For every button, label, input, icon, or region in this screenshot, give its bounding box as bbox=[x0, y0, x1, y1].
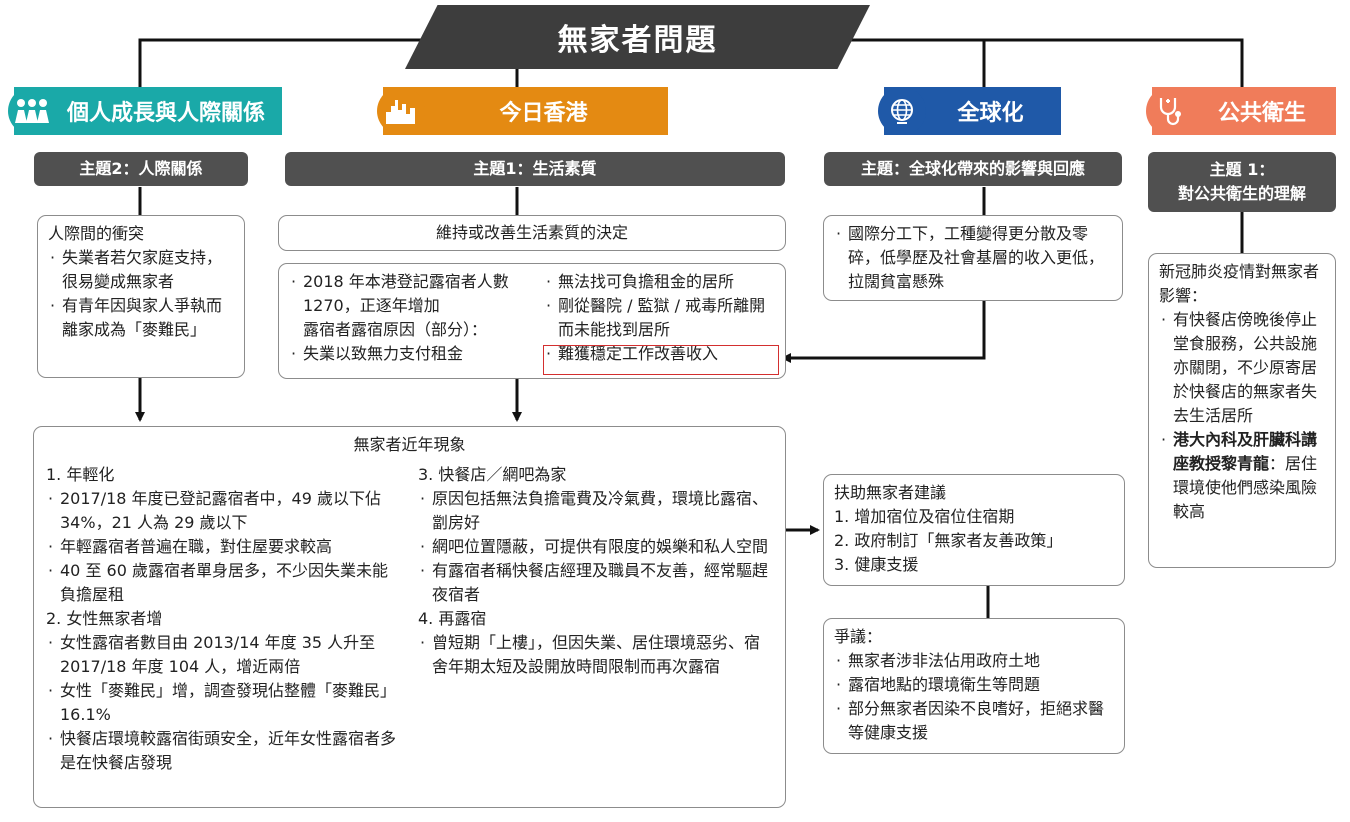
city-skyline-icon bbox=[377, 87, 425, 135]
global-box: 國際分工下，工種變得更分散及零碎，低學歷及社會基層的收入更低，拉闊貧富懸殊 bbox=[823, 215, 1123, 301]
list-item: 港大內科及肝臟科講座教授黎青龍：居住環境使他們感染風險較高 bbox=[1159, 428, 1325, 524]
category-label: 全球化 bbox=[957, 101, 1024, 126]
list-item: 2018 年本港登記露宿者人數 1270，正逐年增加 bbox=[289, 270, 524, 318]
highlighted-reason: 難獲穩定工作改善收入 bbox=[544, 342, 775, 366]
list-item: 部分無家者因染不良嗜好，拒絕求醫等健康支援 bbox=[834, 697, 1114, 745]
category-globalization: 全球化 bbox=[878, 87, 1061, 135]
theme-personal: 主題2：人際關係 bbox=[34, 152, 248, 186]
theme-health-line2: 對公共衛生的理解 bbox=[1177, 184, 1306, 203]
list-item: 原因包括無法負擔電費及冷氣費，環境比露宿、劏房好 bbox=[418, 487, 768, 535]
list-item: 2017/18 年度已登記露宿者中，49 歲以下佔 34%，21 人為 29 歲… bbox=[46, 487, 396, 535]
health-expert-quote: ：居住環境使他們感染風險較高 bbox=[1173, 454, 1318, 521]
suggestions-heading: 扶助無家者建議 bbox=[834, 483, 947, 502]
main-title-banner: 無家者問題 bbox=[405, 5, 870, 69]
list-item: 40 至 60 歲露宿者單身居多，不少因失業未能負擔屋租 bbox=[46, 559, 396, 607]
decision-box: 維持或改善生活素質的決定 bbox=[278, 215, 786, 251]
highlight-frame bbox=[543, 345, 779, 375]
controversy-heading: 爭議： bbox=[834, 627, 883, 646]
reasons-left-column: 2018 年本港登記露宿者人數 1270，正逐年增加 露宿者露宿原因（部分）： … bbox=[289, 270, 524, 372]
section-heading: 3. 快餐店／網吧為家 bbox=[418, 465, 567, 484]
conflict-heading: 人際間的衝突 bbox=[48, 224, 145, 243]
section-heading: 1. 年輕化 bbox=[46, 465, 115, 484]
controversy-box: 爭議： 無家者涉非法佔用政府土地 露宿地點的環境衛生等問題 部分無家者因染不良嗜… bbox=[823, 618, 1125, 754]
category-label: 個人成長與人際關係 bbox=[66, 101, 265, 126]
theme-global: 主題：全球化帶來的影響與回應 bbox=[824, 152, 1122, 186]
category-public-health: 公共衛生 bbox=[1146, 87, 1336, 135]
list-item: 有快餐店傍晚後停止堂食服務，公共設施亦關閉，不少原寄居於快餐店的無家者失去生活居… bbox=[1159, 308, 1325, 428]
section-heading: 4. 再露宿 bbox=[418, 609, 487, 628]
list-item: 女性露宿者數目由 2013/14 年度 35 人升至 2017/18 年度 10… bbox=[46, 631, 396, 679]
list-item: 有青年因與家人爭執而離家成為「麥難民」 bbox=[48, 294, 234, 342]
list-item: 年輕露宿者普遍在職，對住屋要求較高 bbox=[46, 535, 396, 559]
list-item: 國際分工下，工種變得更分散及零碎，低學歷及社會基層的收入更低，拉闊貧富懸殊 bbox=[834, 222, 1112, 294]
phenomena-left-column: 1. 年輕化 2017/18 年度已登記露宿者中，49 歲以下佔 34%，21 … bbox=[46, 463, 396, 775]
list-item: 有露宿者稱快餐店經理及職員不友善，經常驅趕夜宿者 bbox=[418, 559, 768, 607]
list-item: 女性「麥難民」增，調查發現佔整體「麥難民」16.1% bbox=[46, 679, 396, 727]
theme-health-line1: 主題 1： bbox=[1209, 160, 1275, 179]
globe-icon bbox=[878, 87, 926, 135]
category-personal-growth: 個人成長與人際關係 bbox=[8, 87, 282, 135]
health-expert-name: 港大內科及肝臟科講座教授黎青龍 bbox=[1173, 430, 1318, 473]
list-item: 失業以致無力支付租金 bbox=[289, 342, 524, 366]
list-item: 剛從醫院 / 監獄 / 戒毒所離開而未能找到居所 bbox=[544, 294, 775, 342]
phenomena-title: 無家者近年現象 bbox=[353, 435, 466, 454]
reasons-box: 2018 年本港登記露宿者人數 1270，正逐年增加 露宿者露宿原因（部分）： … bbox=[278, 263, 786, 379]
theme-hongkong: 主題1：生活素質 bbox=[285, 152, 785, 186]
section-heading: 2. 女性無家者增 bbox=[46, 609, 163, 628]
list-item: 露宿地點的環境衛生等問題 bbox=[834, 673, 1114, 697]
people-icon bbox=[8, 87, 56, 135]
health-intro: 新冠肺炎疫情對無家者影響： bbox=[1159, 262, 1320, 305]
health-box: 新冠肺炎疫情對無家者影響： 有快餐店傍晚後停止堂食服務，公共設施亦關閉，不少原寄… bbox=[1148, 253, 1336, 568]
phenomena-box: 無家者近年現象 1. 年輕化 2017/18 年度已登記露宿者中，49 歲以下佔… bbox=[33, 426, 786, 808]
suggestion-item: 2. 政府制訂「無家者友善政策」 bbox=[834, 531, 1063, 550]
list-item: 曾短期「上樓」，但因失業、居住環境惡劣、宿舍年期太短及設開放時間限制而再次露宿 bbox=[418, 631, 768, 679]
conflict-box: 人際間的衝突 失業者若欠家庭支持，很易變成無家者 有青年因與家人爭執而離家成為「… bbox=[37, 215, 245, 378]
suggestions-box: 扶助無家者建議 1. 增加宿位及宿位住宿期 2. 政府制訂「無家者友善政策」 3… bbox=[823, 474, 1125, 586]
stethoscope-icon bbox=[1146, 87, 1194, 135]
list-item: 無法找可負擔租金的居所 bbox=[544, 270, 775, 294]
decision-label: 維持或改善生活素質的決定 bbox=[435, 223, 628, 242]
suggestion-item: 3. 健康支援 bbox=[834, 555, 919, 574]
theme-health: 主題 1： 對公共衛生的理解 bbox=[1148, 152, 1336, 212]
category-hong-kong-today: 今日香港 bbox=[377, 87, 668, 135]
list-item: 無家者涉非法佔用政府土地 bbox=[834, 649, 1114, 673]
list-item: 網吧位置隱蔽，可提供有限度的娛樂和私人空間 bbox=[418, 535, 768, 559]
arrow-global-to-highlight bbox=[781, 301, 986, 363]
phenomena-right-column: 3. 快餐店／網吧為家 原因包括無法負擔電費及冷氣費，環境比露宿、劏房好 網吧位… bbox=[418, 463, 768, 775]
list-item: 失業者若欠家庭支持，很易變成無家者 bbox=[48, 246, 234, 294]
list-item: 快餐店環境較露宿街頭安全，近年女性露宿者多是在快餐店發現 bbox=[46, 727, 396, 775]
suggestion-item: 1. 增加宿位及宿位住宿期 bbox=[834, 507, 1015, 526]
category-label: 公共衛生 bbox=[1217, 101, 1306, 126]
category-label: 今日香港 bbox=[499, 101, 588, 126]
reasons-heading: 露宿者露宿原因（部分）： bbox=[303, 320, 488, 339]
reasons-right-column: 無法找可負擔租金的居所 剛從醫院 / 監獄 / 戒毒所離開而未能找到居所 難獲穩… bbox=[544, 270, 775, 372]
main-title: 無家者問題 bbox=[557, 23, 718, 58]
